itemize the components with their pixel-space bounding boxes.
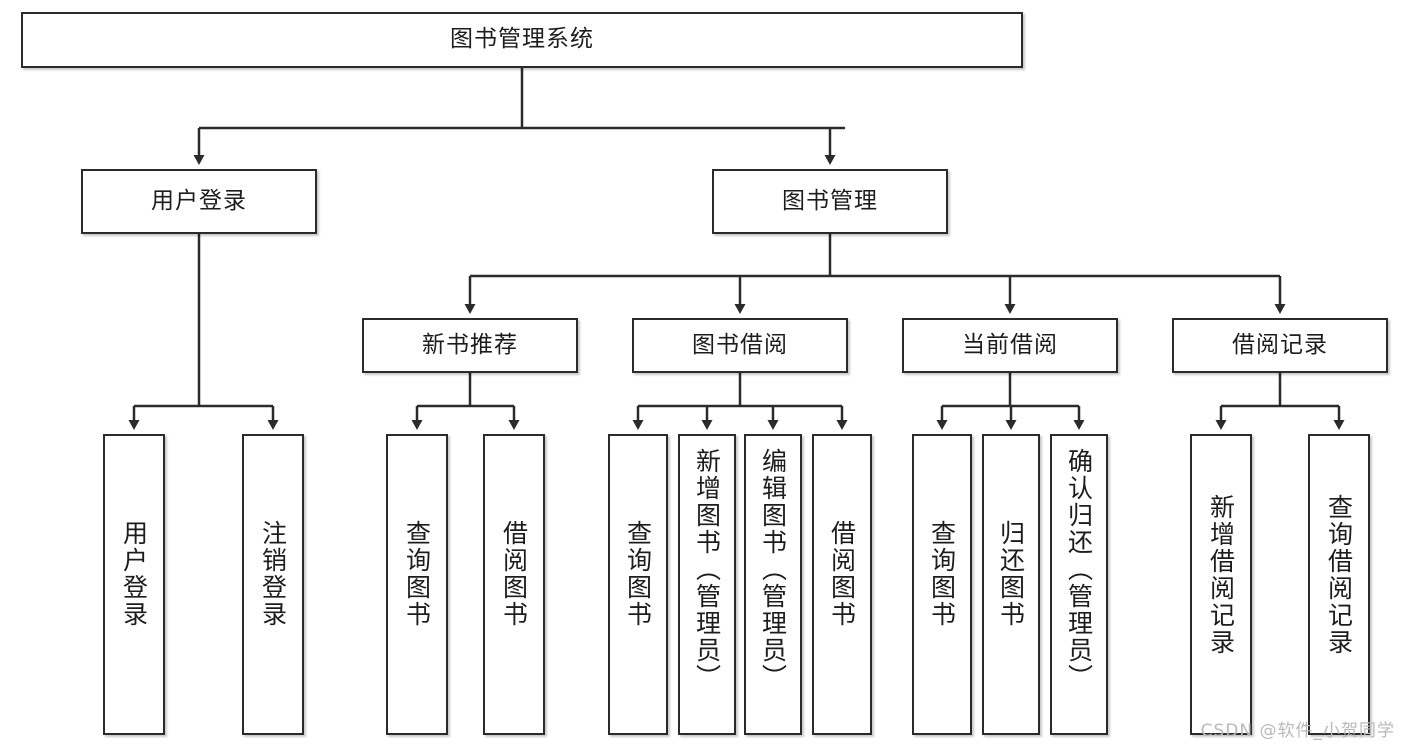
- node-leaf-confirm-return-admin[interactable]: 确认归还（管理员）: [1050, 434, 1108, 735]
- node-leaf-return-book-label: 归还图书: [996, 520, 1026, 628]
- node-leaf-edit-book-admin-label: 编辑图书（管理员）: [758, 448, 788, 691]
- node-user-login[interactable]: 用户登录: [81, 169, 317, 234]
- node-borrow-record[interactable]: 借阅记录: [1172, 318, 1388, 373]
- node-leaf-user-login-label: 用户登录: [119, 520, 149, 628]
- node-root-label: 图书管理系统: [450, 26, 594, 53]
- connector-group-new-book-leaves: [411, 373, 520, 430]
- connector-group-current-borrow-leaves: [936, 373, 1085, 430]
- node-root-system[interactable]: 图书管理系统: [21, 12, 1023, 68]
- node-leaf-add-borrow-record-label: 新增借阅记录: [1206, 494, 1236, 656]
- node-current-borrow[interactable]: 当前借阅: [902, 318, 1118, 373]
- connector-group-book-borrow-leaves: [632, 373, 848, 430]
- node-leaf-logout-login-label: 注销登录: [258, 520, 288, 628]
- node-leaf-query-book-current-label: 查询图书: [927, 520, 957, 628]
- node-book-borrow-label: 图书借阅: [692, 331, 788, 358]
- connector-group-borrow-record-leaves: [1215, 373, 1345, 430]
- node-leaf-query-book-current[interactable]: 查询图书: [912, 434, 972, 735]
- node-leaf-borrow-book-borrow[interactable]: 借阅图书: [812, 434, 872, 735]
- node-leaf-query-book-recommend[interactable]: 查询图书: [386, 434, 448, 735]
- node-leaf-user-login[interactable]: 用户登录: [103, 434, 165, 735]
- node-leaf-confirm-return-admin-label: 确认归还（管理员）: [1064, 448, 1094, 691]
- node-new-book-recommend-label: 新书推荐: [422, 331, 518, 358]
- connector-group-book-manage: [464, 234, 1286, 314]
- node-user-login-label: 用户登录: [151, 187, 247, 214]
- node-book-manage-label: 图书管理: [782, 187, 878, 214]
- node-book-manage[interactable]: 图书管理: [712, 169, 948, 234]
- node-leaf-return-book[interactable]: 归还图书: [982, 434, 1040, 735]
- node-leaf-query-borrow-record[interactable]: 查询借阅记录: [1308, 434, 1370, 735]
- node-borrow-record-label: 借阅记录: [1232, 331, 1328, 358]
- node-leaf-borrow-book-borrow-label: 借阅图书: [827, 520, 857, 628]
- node-leaf-add-book-admin-label: 新增图书（管理员）: [692, 448, 722, 691]
- node-new-book-recommend[interactable]: 新书推荐: [362, 318, 578, 373]
- node-leaf-borrow-book-recommend-label: 借阅图书: [499, 520, 529, 628]
- node-leaf-query-book-borrow-label: 查询图书: [623, 520, 653, 628]
- node-leaf-query-book-borrow[interactable]: 查询图书: [608, 434, 668, 735]
- csdn-watermark: CSDN @软件_小贺同学: [1200, 721, 1395, 741]
- node-leaf-add-borrow-record[interactable]: 新增借阅记录: [1190, 434, 1252, 735]
- node-leaf-add-book-admin[interactable]: 新增图书（管理员）: [678, 434, 736, 735]
- node-leaf-borrow-book-recommend[interactable]: 借阅图书: [483, 434, 545, 735]
- connector-group-root: [193, 68, 845, 165]
- node-book-borrow[interactable]: 图书借阅: [632, 318, 848, 373]
- node-leaf-logout-login[interactable]: 注销登录: [242, 434, 304, 735]
- node-current-borrow-label: 当前借阅: [962, 331, 1058, 358]
- node-leaf-query-borrow-record-label: 查询借阅记录: [1324, 494, 1354, 656]
- connector-group-user-login-leaves: [128, 234, 279, 430]
- node-leaf-edit-book-admin[interactable]: 编辑图书（管理员）: [744, 434, 802, 735]
- node-leaf-query-book-recommend-label: 查询图书: [402, 520, 432, 628]
